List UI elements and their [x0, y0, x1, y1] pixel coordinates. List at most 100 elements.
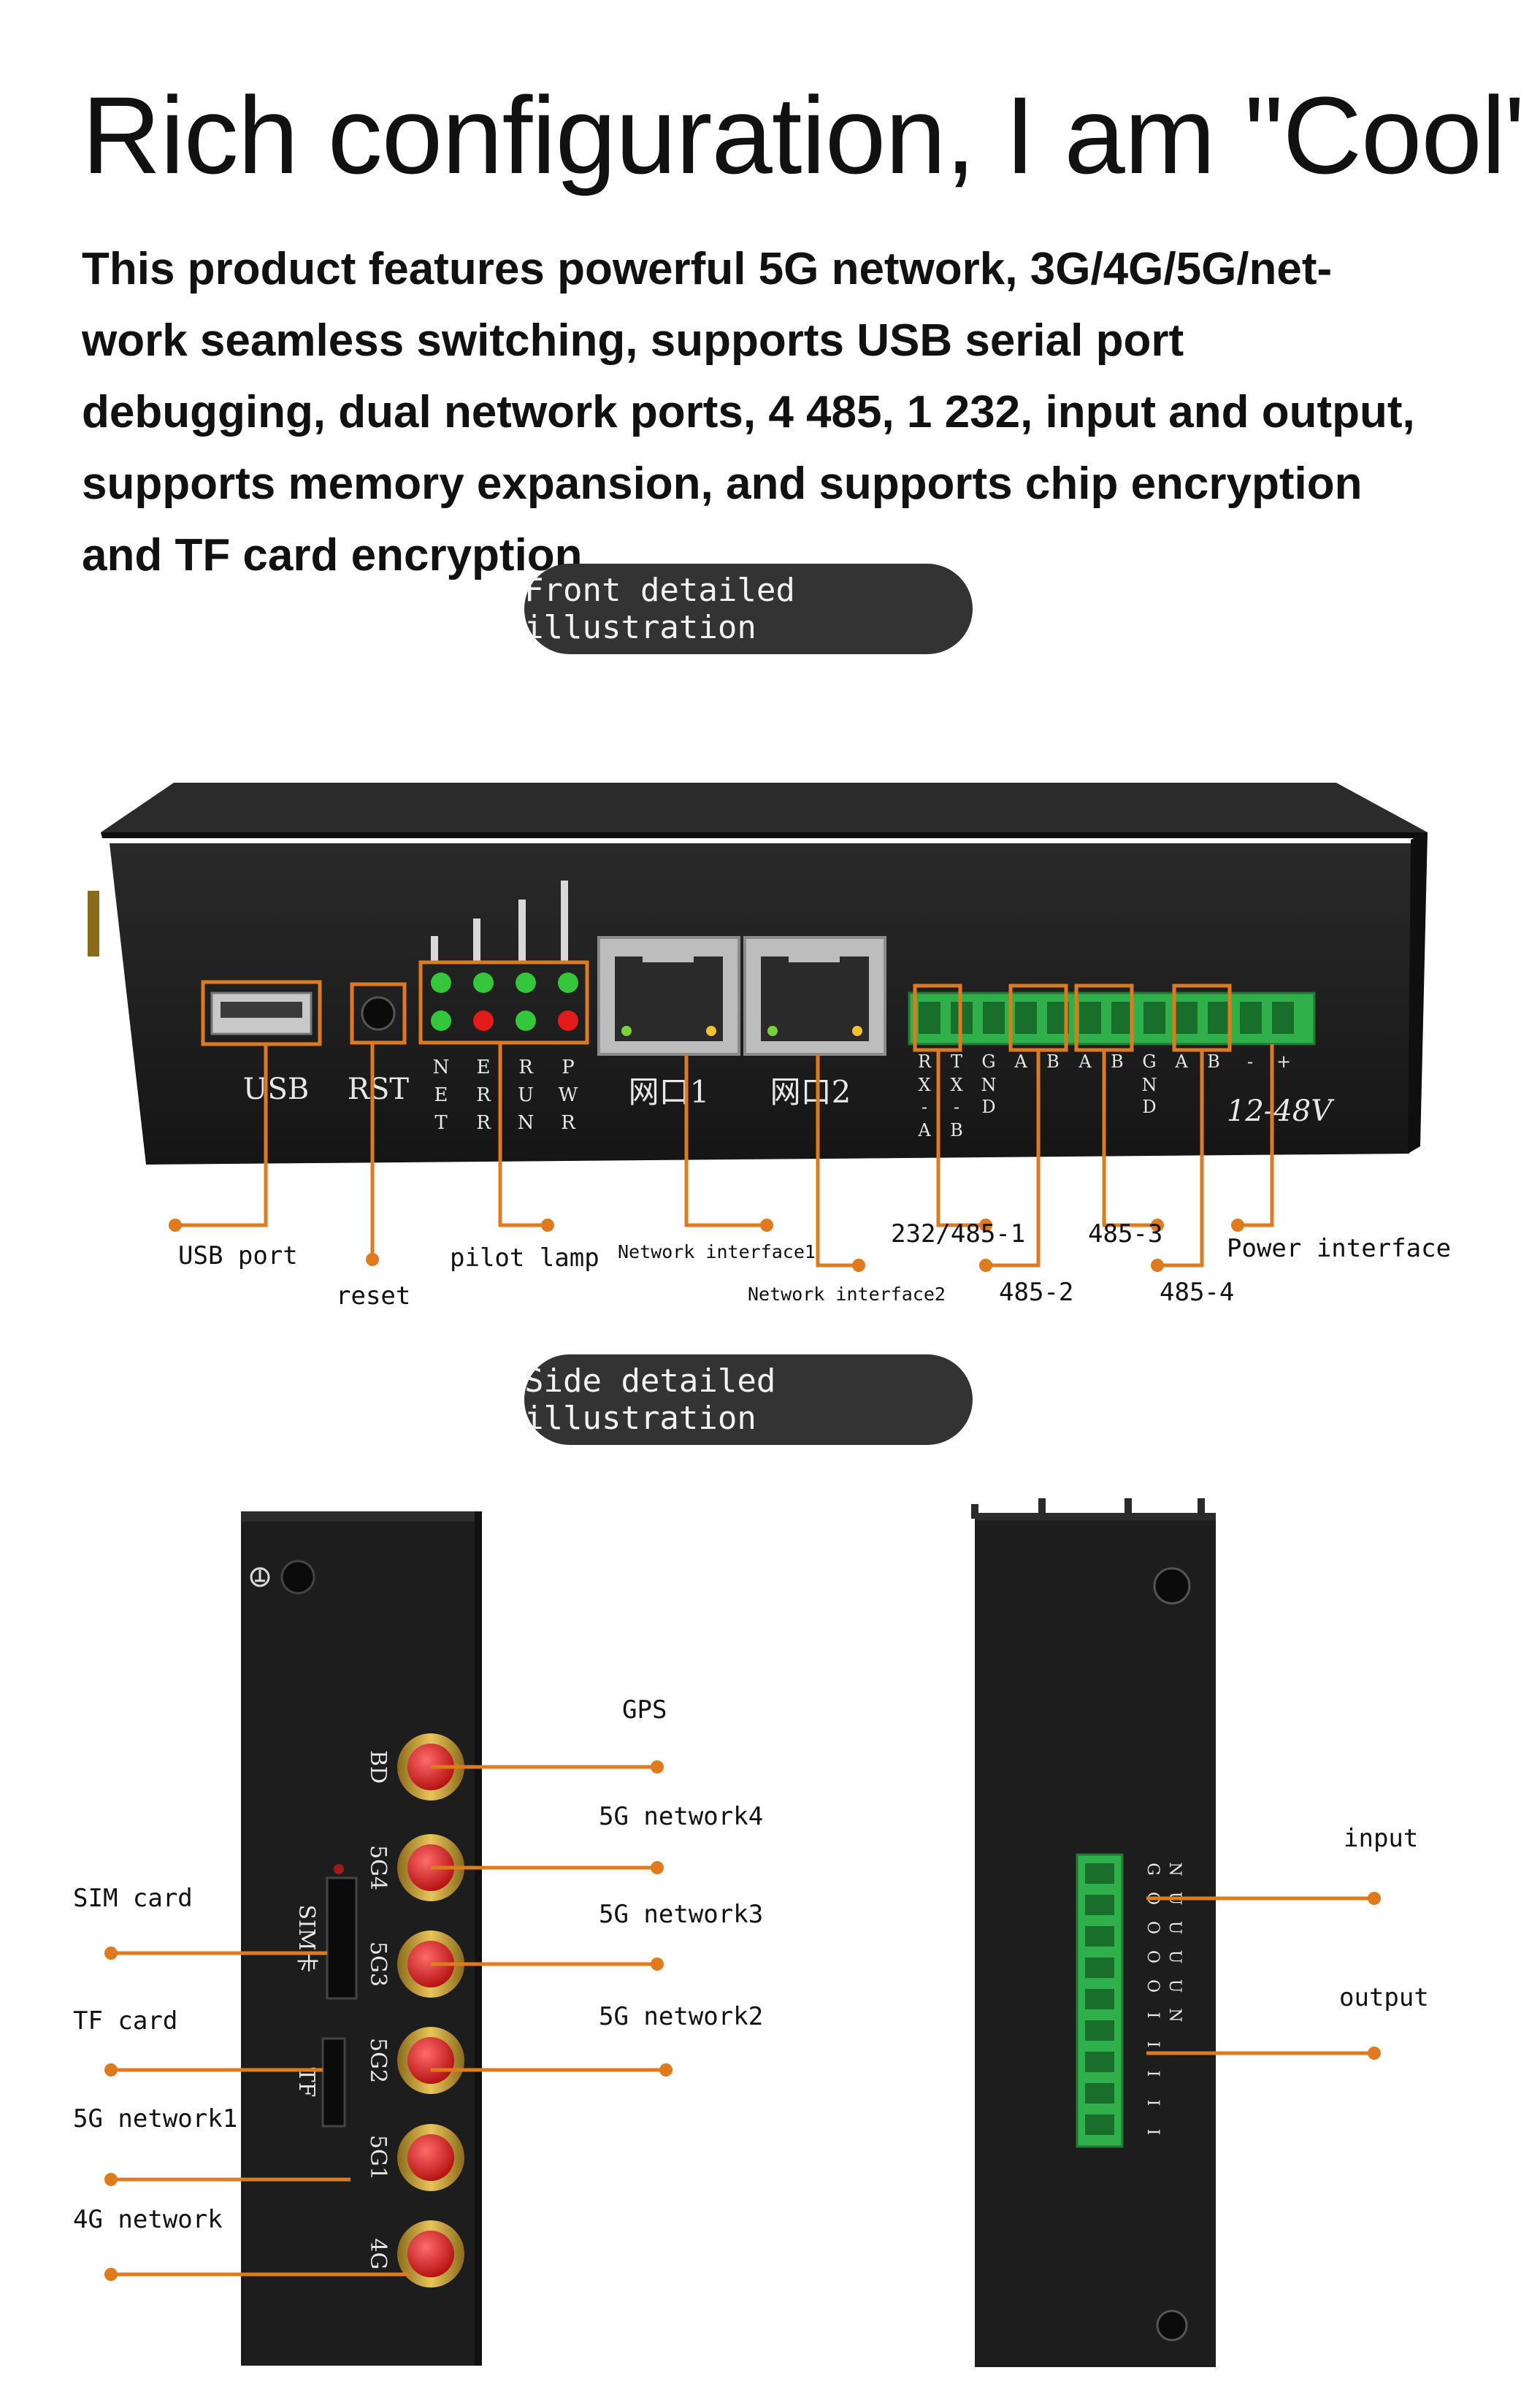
svg-text:N: N [981, 1075, 997, 1095]
svg-text:G: G [981, 1051, 995, 1072]
mount-screw-bottom [1156, 2309, 1188, 2342]
svg-text:N: N [433, 1057, 450, 1078]
usb-port[interactable] [201, 980, 322, 1046]
callout-5g-network4: 5G network4 [599, 1802, 764, 1831]
callout-485-2: 485-2 [999, 1278, 1074, 1307]
callout-gps: GPS [622, 1695, 667, 1725]
svg-text:E: E [434, 1084, 448, 1106]
callout-sim-card: SIM card [73, 1884, 193, 1913]
svg-text:R: R [476, 1112, 491, 1134]
svg-text:R: R [518, 1057, 534, 1078]
svg-text:I: I [1143, 2041, 1162, 2048]
usb-silkscreen: USB [243, 1073, 310, 1106]
svg-text:B: B [1111, 1051, 1124, 1072]
svg-text:O: O [1143, 1950, 1162, 1963]
svg-text:U: U [1165, 1950, 1184, 1964]
side-callout-lines-right [1146, 1896, 1374, 2055]
svg-text:W: W [559, 1084, 578, 1106]
callout-4g-network: 4G network [73, 2205, 223, 2234]
svg-text:D: D [981, 1097, 995, 1117]
svg-text:I: I [1143, 2100, 1162, 2106]
led-run-green [516, 973, 536, 993]
antenna-5g1 [397, 2124, 464, 2191]
svg-text:I: I [1143, 2012, 1162, 2019]
svg-text:A: A [1078, 1051, 1092, 1072]
port1-silkscreen: 网口1 [629, 1074, 710, 1110]
g3-silkscreen: 5G3 [365, 1941, 391, 1987]
side-callout-dots-left [104, 1760, 673, 2281]
led-pwr-green [558, 973, 578, 993]
callout-485-3: 485-3 [1088, 1219, 1163, 1249]
callout-usb-port: USB port [178, 1241, 298, 1270]
side-callout-lines-left [111, 1765, 666, 2277]
svg-text:U: U [1165, 1979, 1184, 1993]
sim-slot [326, 1876, 358, 2000]
svg-text:N: N [1165, 1862, 1184, 1876]
svg-text:O: O [1143, 1979, 1162, 1993]
svg-text:B: B [1046, 1051, 1060, 1072]
callout-network-interface1: Network interface1 [618, 1241, 816, 1262]
svg-text:R: R [476, 1084, 491, 1106]
svg-text:O: O [1143, 1921, 1162, 1934]
led-net-green [431, 973, 451, 993]
front-callout-lines [175, 1044, 1274, 1268]
network-port-1[interactable] [597, 936, 740, 1056]
mount-screw-top [1153, 1567, 1191, 1605]
svg-text:I: I [1143, 2129, 1162, 2136]
svg-text:U: U [1165, 1921, 1184, 1935]
g4-silkscreen: 5G4 [365, 1845, 391, 1890]
svg-text:B: B [950, 1120, 963, 1140]
svg-text:N: N [1165, 2008, 1184, 2022]
front-terminal-block[interactable] [908, 983, 1316, 1052]
led-silkscreen: NET ERR RUN PWR [433, 1057, 578, 1134]
svg-text:D: D [1142, 1097, 1156, 1117]
antenna-4g [397, 2220, 464, 2288]
signal-bars-icon [431, 881, 568, 964]
callout-485-4: 485-4 [1160, 1278, 1235, 1307]
callout-5g-network2: 5G network2 [599, 2002, 764, 2031]
front-section-heading: Front detailed illustration [524, 564, 973, 654]
svg-text:N: N [1142, 1075, 1157, 1095]
side-callout-dots-right [1368, 1892, 1381, 2060]
svg-text:-: - [1247, 1051, 1253, 1072]
svg-text:U: U [518, 1084, 534, 1106]
product-description: This product features powerful 5G networ… [82, 244, 1415, 580]
io-terminal-block[interactable] [1076, 1853, 1124, 2148]
svg-text:I: I [1143, 2071, 1162, 2077]
svg-text:R: R [918, 1051, 932, 1072]
svg-text:+: + [1276, 1051, 1291, 1072]
reset-button[interactable] [350, 982, 407, 1045]
callout-pilot-lamp: pilot lamp [450, 1243, 599, 1273]
led-err-green [473, 973, 494, 993]
voltage-silkscreen: 12-48V [1227, 1094, 1335, 1128]
svg-text:G: G [1142, 1051, 1156, 1072]
svg-text:T: T [951, 1051, 962, 1072]
side-antenna-stub [88, 891, 99, 956]
svg-text:A: A [917, 1120, 931, 1140]
sim-silkscreen: SIM卡 [294, 1904, 319, 1972]
antenna-5g2 [397, 2027, 464, 2094]
network-port-2[interactable] [743, 936, 886, 1056]
tf-slot [321, 2037, 346, 2128]
g2-silkscreen: 5G2 [365, 2038, 391, 2083]
tf-silkscreen: TF [294, 2068, 319, 2098]
callout-power-interface: Power interface [1227, 1234, 1452, 1263]
front-callout-dots [169, 1219, 1244, 1272]
svg-text:-: - [954, 1097, 959, 1117]
svg-text:R: R [561, 1112, 576, 1134]
svg-text:P: P [562, 1057, 575, 1078]
lte-silkscreen: 4G [365, 2238, 391, 2269]
svg-text:-: - [922, 1097, 927, 1117]
callout-output: output [1339, 1983, 1429, 2012]
svg-text:A: A [1174, 1051, 1188, 1072]
ground-screw [280, 1560, 315, 1595]
svg-text:N: N [518, 1112, 535, 1134]
svg-text:B: B [1207, 1051, 1220, 1072]
pilot-lamp-leds [418, 960, 589, 1045]
port2-silkscreen: 网口2 [770, 1074, 851, 1110]
svg-text:X: X [950, 1075, 962, 1095]
callout-network-interface2: Network interface2 [748, 1284, 946, 1305]
callout-5g-network3: 5G network3 [599, 1900, 764, 1929]
rst-silkscreen: RST [348, 1073, 410, 1106]
